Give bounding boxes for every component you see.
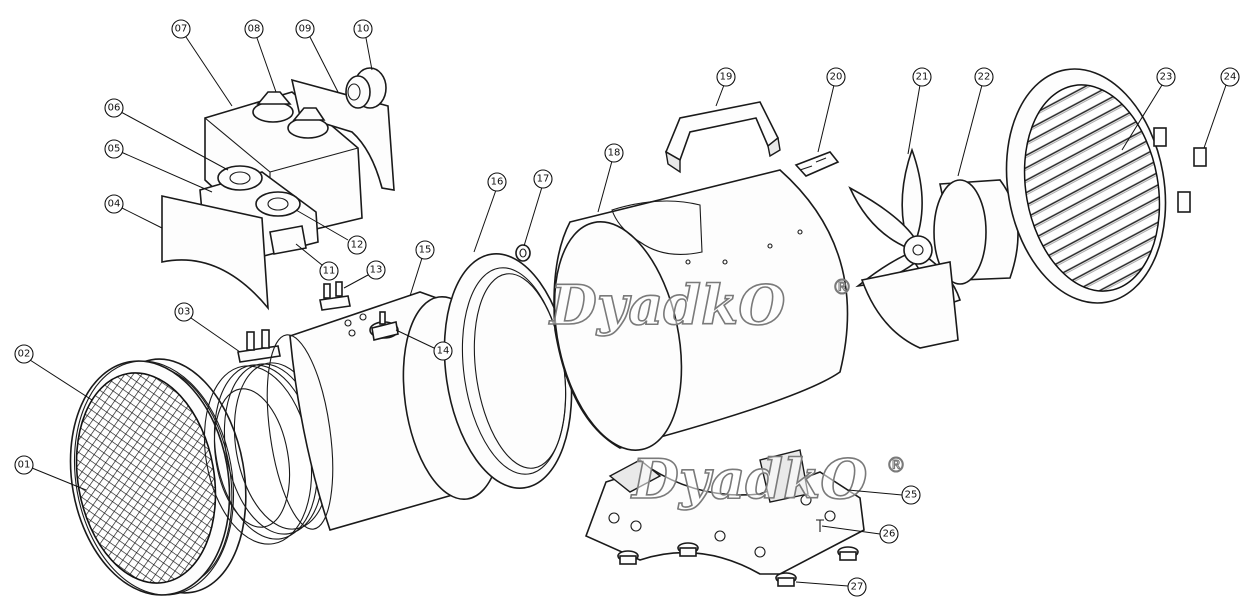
- callout-label: 10: [357, 24, 370, 35]
- control-box-cover: [161, 195, 269, 311]
- rubber-feet: [617, 542, 859, 587]
- motor-clip: [794, 151, 840, 177]
- callout-label: 07: [175, 24, 188, 35]
- callout-21: 21: [907, 67, 932, 155]
- callout-label: 16: [491, 177, 504, 188]
- callout-label: 06: [108, 103, 121, 114]
- callout-01: 01: [14, 455, 87, 491]
- callout-label: 12: [351, 240, 364, 251]
- callout-label: 15: [419, 245, 432, 256]
- callout-label: 01: [18, 460, 31, 471]
- grille-clips: [1153, 127, 1207, 213]
- callout-20: 20: [817, 67, 846, 153]
- watermark-text: DyadkO: [548, 273, 785, 337]
- grommet: [515, 244, 531, 262]
- rear-grille: [1005, 68, 1167, 304]
- watermark-registered-mark: ®: [832, 275, 852, 299]
- callout-06: 06: [104, 98, 229, 171]
- callout-label: 11: [323, 266, 336, 277]
- watermark-upper: DyadkO ®: [547, 272, 852, 338]
- callout-12: 12: [295, 209, 367, 255]
- callout-27: 27: [795, 577, 867, 597]
- callout-label: 05: [108, 144, 121, 155]
- heater-terminal: [237, 329, 281, 363]
- callout-02: 02: [14, 344, 93, 401]
- callout-label: 22: [978, 72, 991, 83]
- watermark-text: DyadkO: [630, 447, 867, 511]
- terminal-connector: [319, 281, 351, 311]
- knob-right: [287, 107, 329, 139]
- callout-label: 20: [830, 72, 843, 83]
- callout-04: 04: [104, 194, 163, 229]
- callout-03: 03: [174, 302, 241, 353]
- handle: [664, 101, 781, 174]
- callout-05: 05: [104, 139, 213, 193]
- callout-label: 09: [299, 24, 312, 35]
- thermostat: [255, 191, 301, 217]
- callout-18: 18: [597, 143, 624, 213]
- callout-label: 03: [178, 307, 191, 318]
- callout-19: 19: [715, 67, 736, 107]
- callout-13: 13: [343, 260, 386, 289]
- callout-08: 08: [244, 19, 277, 93]
- callout-25: 25: [847, 485, 921, 505]
- terminal-block: [269, 225, 307, 255]
- callout-label: 25: [905, 490, 918, 501]
- knob-left: [252, 91, 294, 123]
- callout-label: 26: [883, 529, 896, 540]
- callout-label: 13: [370, 265, 383, 276]
- callout-label: 27: [851, 582, 864, 593]
- callout-11: 11: [295, 243, 339, 281]
- screw: [816, 519, 824, 532]
- cable-gland: [345, 67, 387, 109]
- callout-label: 18: [608, 148, 621, 159]
- callout-label: 14: [437, 346, 450, 357]
- outer-shell: [553, 169, 849, 451]
- callout-10: 10: [353, 19, 373, 71]
- callout-26: 26: [821, 524, 899, 544]
- thermal-cutoff: [369, 311, 399, 341]
- callout-16: 16: [473, 172, 507, 253]
- stand-frame: [584, 449, 865, 575]
- callout-label: 17: [537, 174, 550, 185]
- callout-22: 22: [957, 67, 994, 177]
- callout-07: 07: [171, 19, 233, 107]
- callout-14: 14: [395, 329, 453, 361]
- callout-09: 09: [295, 19, 339, 93]
- callout-24: 24: [1203, 67, 1240, 149]
- callout-label: 02: [18, 349, 31, 360]
- watermark-registered-mark: ®: [886, 453, 906, 477]
- callout-label: 04: [108, 199, 121, 210]
- callout-label: 08: [248, 24, 261, 35]
- callout-label: 23: [1160, 72, 1173, 83]
- callout-label: 21: [916, 72, 929, 83]
- callout-15: 15: [409, 240, 435, 297]
- callout-label: 19: [720, 72, 733, 83]
- callout-17: 17: [523, 169, 553, 247]
- motor: [860, 179, 1019, 349]
- callout-23: 23: [1121, 67, 1176, 151]
- rotary-switch: [217, 165, 263, 191]
- watermark-lower: DyadkO ®: [629, 446, 906, 512]
- front-grille: [69, 360, 235, 596]
- callout-label: 24: [1224, 72, 1237, 83]
